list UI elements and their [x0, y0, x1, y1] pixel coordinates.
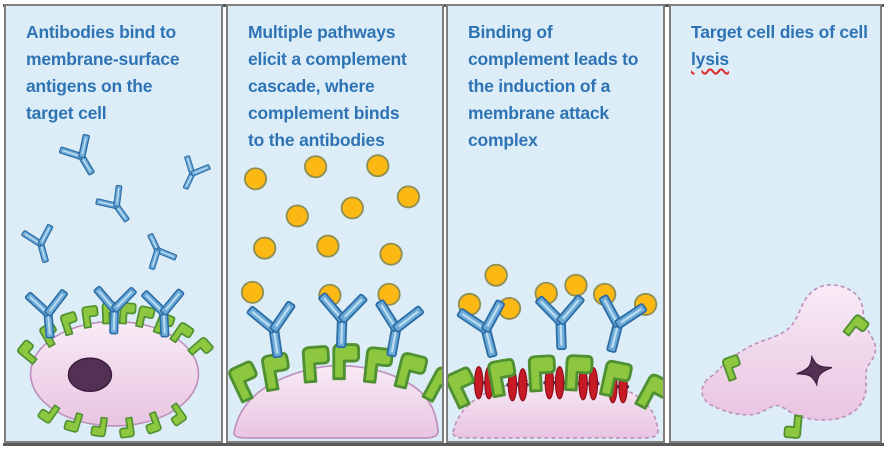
panel-graphic-antibody-binding [15, 131, 215, 439]
complement-molecule [285, 204, 309, 228]
frame-bottom-line [3, 443, 884, 446]
panel-complement-cascade: Multiple pathways elicit a complement ca… [226, 4, 444, 443]
antibody-icon [171, 153, 213, 196]
complement-molecule [316, 234, 340, 258]
complement-molecule [243, 167, 268, 191]
panel-antibody-binding: Antibodies bind to membrane-surface anti… [4, 4, 223, 443]
condensed-nucleus [796, 354, 833, 387]
complement-molecule [253, 236, 277, 260]
antibody-icon [244, 299, 304, 362]
complement-molecule [304, 155, 328, 179]
complement-molecule [377, 282, 401, 306]
panel-graphic-membrane-attack-complex [448, 263, 663, 439]
complement-molecule [240, 280, 265, 304]
complement-molecule [396, 185, 420, 209]
complement-molecule [564, 273, 588, 297]
panel-caption: Multiple pathways elicit a complement ca… [248, 22, 407, 150]
antibody-icon [315, 291, 369, 350]
panel-caption: Antibodies bind to membrane-surface anti… [26, 22, 180, 123]
antibody-icon [92, 182, 141, 231]
complement-molecule [366, 154, 390, 178]
panel-caption: Binding of complement leads to the induc… [468, 22, 639, 150]
nucleus [67, 357, 113, 392]
panel-graphic-cell-lysis [701, 284, 877, 440]
panel-cell-lysis: Target cell dies of cell lysis [669, 4, 882, 443]
caption-text: Target cell dies of cell [691, 22, 868, 42]
panel-membrane-attack-complex: Binding of complement leads to the induc… [446, 4, 665, 443]
panel-caption: Target cell dies of cell lysis [691, 19, 876, 73]
lysed-cell [701, 284, 877, 421]
complement-cluster [240, 154, 420, 307]
complement-molecule [379, 242, 403, 266]
panel-graphic-complement-cascade [228, 154, 442, 439]
antibody-icon [56, 131, 108, 184]
complement-cluster [457, 263, 658, 320]
antibody-icon [534, 293, 588, 352]
complement-molecule [340, 196, 364, 220]
antigen-icon [783, 413, 803, 440]
antibody-icon [19, 222, 63, 267]
antibody-icon [135, 227, 180, 272]
complement-molecule [484, 263, 508, 287]
caption-misspelled-word: lysis [691, 49, 729, 69]
